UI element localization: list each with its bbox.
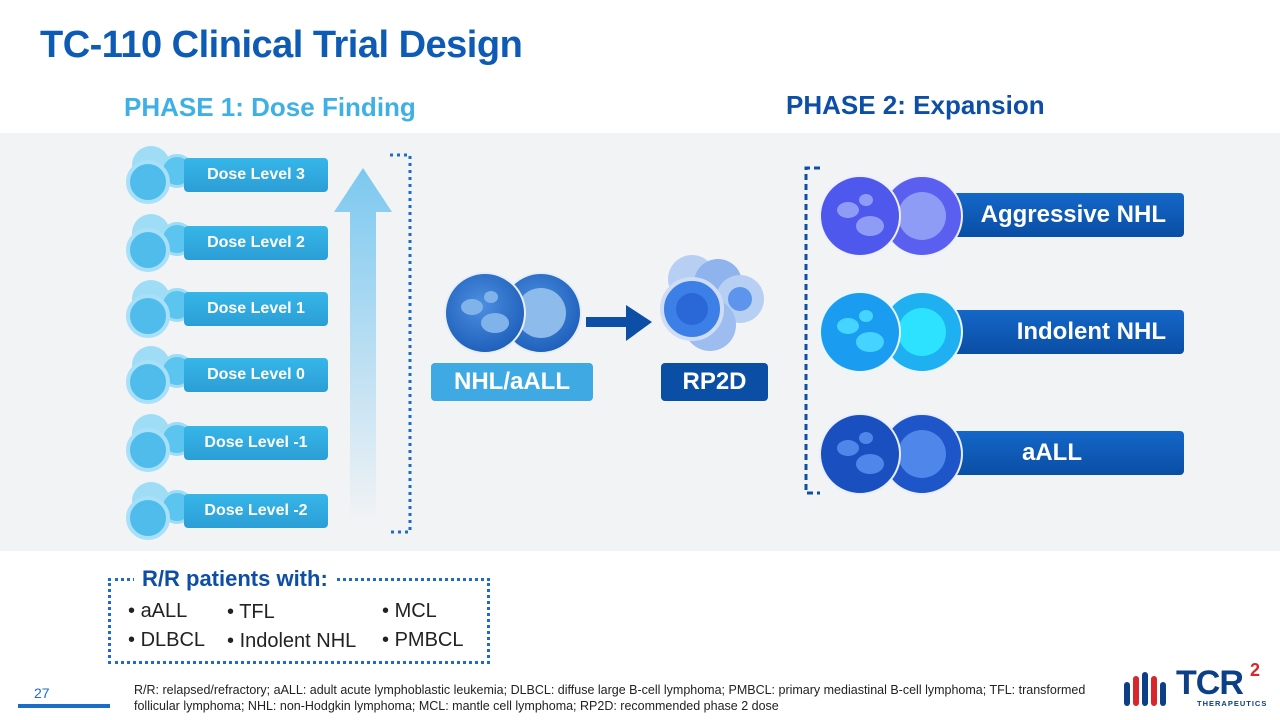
phase1-heading: PHASE 1: Dose Finding bbox=[124, 92, 416, 122]
patient-item: • Indolent NHL bbox=[227, 630, 357, 652]
patient-cells-icon bbox=[444, 272, 582, 354]
patient-item: • TFL bbox=[227, 601, 275, 623]
patient-item: • PMBCL bbox=[382, 629, 464, 651]
nhl-aall-label: NHL/aALL bbox=[431, 363, 593, 401]
dose-escalation-arrow-icon bbox=[334, 153, 412, 534]
footnote: R/R: relapsed/refractory; aALL: adult ac… bbox=[134, 683, 1086, 713]
indolent-nhl-cells-icon bbox=[819, 291, 963, 373]
patients-box-title: R/R patients with: bbox=[134, 566, 336, 592]
dose-level-item: Dose Level 0 bbox=[126, 346, 336, 406]
dose-level-label: Dose Level 0 bbox=[184, 358, 328, 392]
logo-text: TCR bbox=[1176, 664, 1244, 702]
company-logo-icon bbox=[1124, 672, 1166, 706]
dose-level-label: Dose Level 1 bbox=[184, 292, 328, 326]
dose-level-item: Dose Level -1 bbox=[126, 414, 336, 474]
dose-level-item: Dose Level -2 bbox=[126, 482, 336, 542]
dose-level-label: Dose Level 3 bbox=[184, 158, 328, 192]
aall-cells-icon bbox=[819, 413, 963, 495]
slide-title: TC-110 Clinical Trial Design bbox=[40, 24, 523, 66]
rp2d-cells-icon bbox=[660, 255, 764, 351]
rp2d-label: RP2D bbox=[661, 363, 768, 401]
dose-level-item: Dose Level 1 bbox=[126, 280, 336, 340]
patient-item: • aALL bbox=[128, 600, 188, 622]
logo-superscript: 2 bbox=[1250, 660, 1261, 680]
logo-subtitle: THERAPEUTICS bbox=[1197, 699, 1268, 708]
patient-item: • DLBCL bbox=[128, 629, 206, 651]
footer-accent-bar bbox=[18, 704, 110, 708]
phase2-heading: PHASE 2: Expansion bbox=[786, 90, 1045, 120]
aggressive-nhl-cells-icon bbox=[819, 175, 963, 257]
page-number: 27 bbox=[34, 685, 50, 701]
patient-item: • MCL bbox=[382, 600, 437, 622]
expansion-bracket bbox=[804, 166, 820, 495]
dose-level-label: Dose Level -2 bbox=[184, 494, 328, 528]
cohort-aall-label: aALL bbox=[1022, 439, 1082, 466]
dose-level-item: Dose Level 2 bbox=[126, 214, 336, 274]
dose-level-label: Dose Level -1 bbox=[184, 426, 328, 460]
dose-level-item: Dose Level 3 bbox=[126, 146, 336, 206]
right-arrow-icon bbox=[586, 305, 652, 341]
dose-level-label: Dose Level 2 bbox=[184, 226, 328, 260]
